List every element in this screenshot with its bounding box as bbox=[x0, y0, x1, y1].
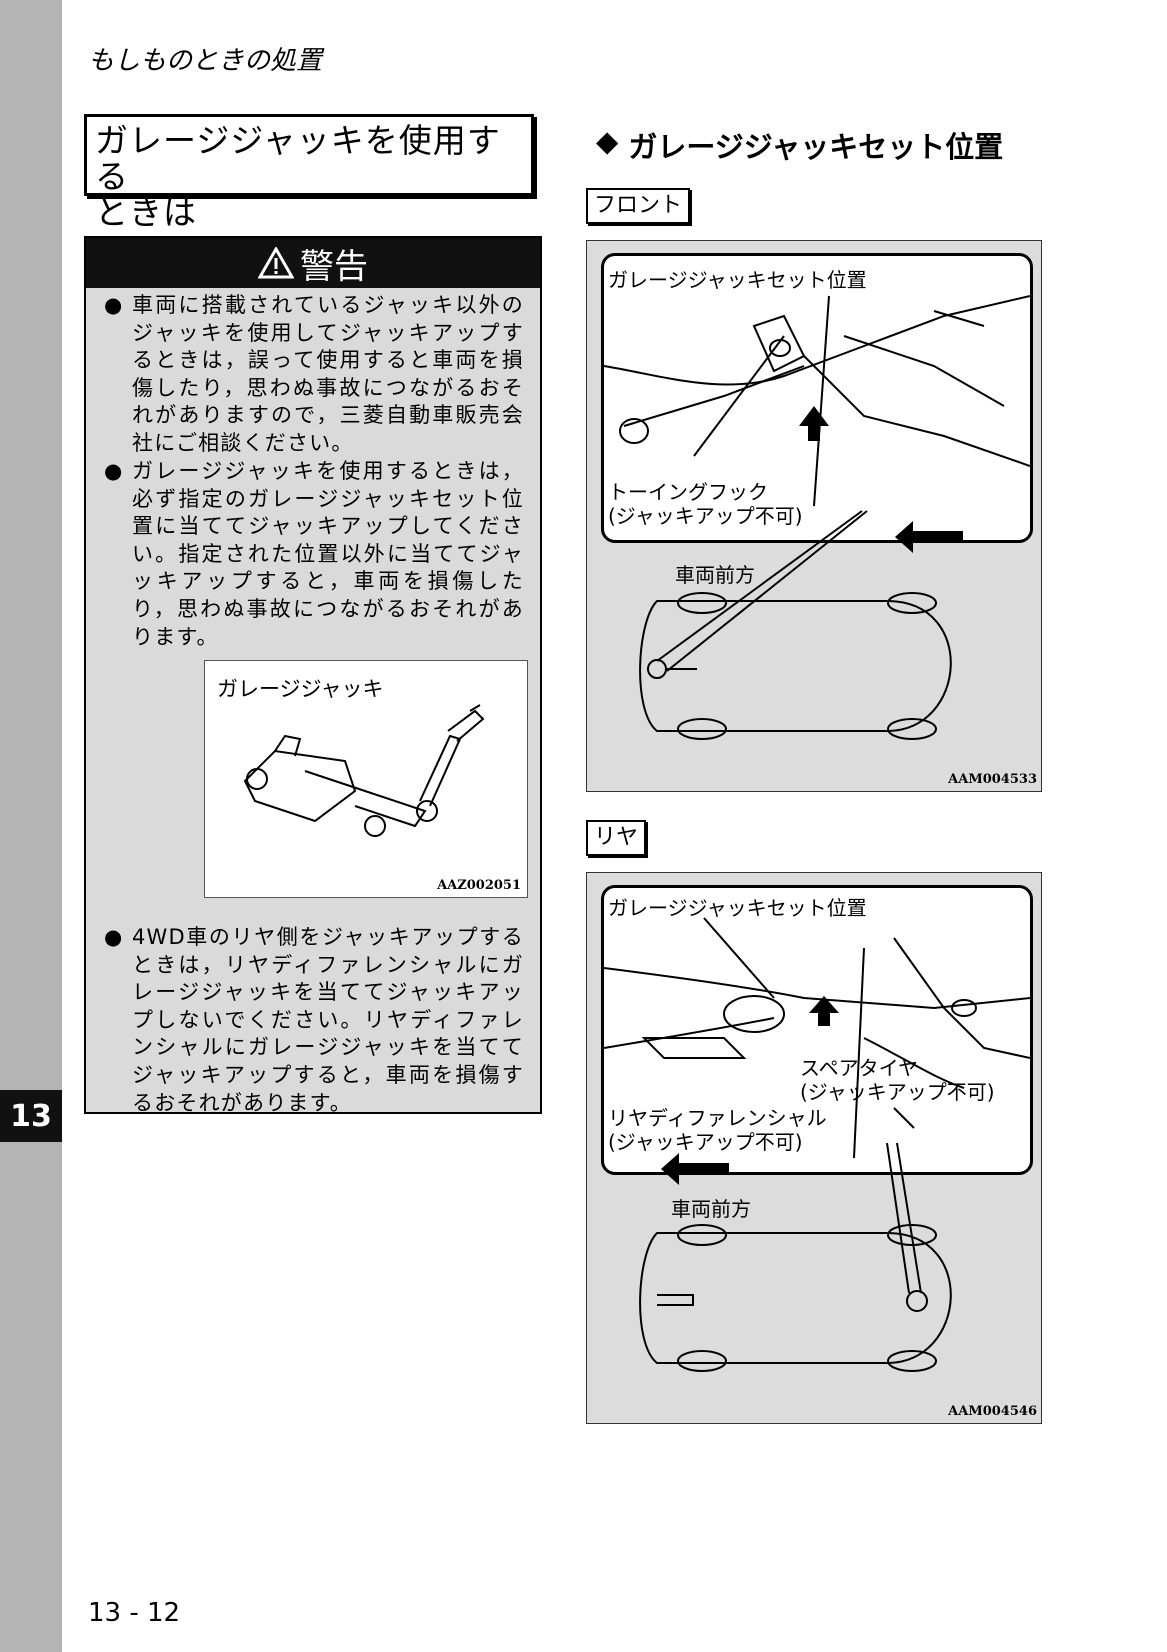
warning-item-text: 車両に搭載されているジャッキ以外のジャッキを使用してジャッキアップするときは，誤… bbox=[132, 293, 524, 455]
bullet-icon: ● bbox=[104, 459, 124, 483]
bullet-icon: ● bbox=[104, 293, 124, 317]
front-jack-figure: ガレージジャッキセット位置 トーイングフック (ジャッキアップ不可) 車両前方 … bbox=[586, 240, 1042, 792]
rear-direction-label: 車両前方 bbox=[671, 1197, 751, 1221]
front-inset: ガレージジャッキセット位置 トーイングフック (ジャッキアップ不可) bbox=[601, 253, 1033, 543]
rear-jack-figure: ガレージジャッキセット位置 スペアタイヤ (ジャッキアップ不可) リヤディファレ… bbox=[586, 872, 1042, 1424]
warning-header: 警告 bbox=[86, 238, 540, 288]
rear-set-position-label: ガレージジャッキセット位置 bbox=[608, 896, 867, 920]
rear-car-topview bbox=[639, 1142, 952, 1372]
rear-tag: リヤ bbox=[586, 820, 647, 856]
warning-item-3: ● 4WD車のリヤ側をジャッキアップするときは，リヤディファレンシャルにガレージ… bbox=[104, 924, 524, 1117]
page-number: 13 - 12 bbox=[88, 1598, 181, 1628]
front-underbody-illustration bbox=[604, 295, 1030, 507]
rear-inset: ガレージジャッキセット位置 スペアタイヤ (ジャッキアップ不可) リヤディファレ… bbox=[601, 885, 1033, 1175]
section-title: ガレージジャッキを使用する ときは bbox=[95, 121, 501, 232]
rear-diff-note: (ジャッキアップ不可) bbox=[608, 1130, 803, 1154]
spare-tire-note: (ジャッキアップ不可) bbox=[800, 1080, 995, 1104]
towing-hook-label: トーイングフック bbox=[608, 480, 768, 504]
warning-item-2: ● ガレージジャッキを使用するときは，必ず指定のガレージジャッキセット位置に当て… bbox=[104, 458, 524, 651]
rear-figure-code: AAM004546 bbox=[948, 1404, 1037, 1419]
warning-title: 警告 bbox=[300, 246, 368, 287]
chapter-title: もしものときの処置 bbox=[88, 46, 323, 76]
front-car-topview bbox=[639, 510, 963, 740]
front-direction-label: 車両前方 bbox=[675, 563, 755, 587]
warning-item-1: ● 車両に搭載されているジャッキ以外のジャッキを使用してジャッキアップするときは… bbox=[104, 292, 524, 458]
spare-tire-label: スペアタイヤ bbox=[800, 1056, 918, 1080]
front-set-position-label: ガレージジャッキセット位置 bbox=[608, 268, 867, 292]
warning-item-text: 4WD車のリヤ側をジャッキアップするときは，リヤディファレンシャルにガレージジャ… bbox=[132, 925, 524, 1115]
chapter-tab: 13 bbox=[0, 1090, 62, 1142]
front-figure-code: AAM004533 bbox=[948, 772, 1037, 787]
garage-jack-figure: ガレージジャッキ AAZ002051 bbox=[204, 660, 528, 898]
side-strip bbox=[0, 0, 62, 1652]
front-tag: フロント bbox=[586, 188, 691, 224]
warning-box: 警告 ● 車両に搭載されているジャッキ以外のジャッキを使用してジャッキアップする… bbox=[84, 236, 542, 1117]
diamond-icon: ◆ bbox=[596, 124, 619, 158]
garage-jack-illustration bbox=[243, 704, 485, 837]
section-title-box: ガレージジャッキを使用する ときは bbox=[84, 114, 534, 231]
garage-jack-label: ガレージジャッキ bbox=[217, 677, 384, 701]
rear-diff-label: リヤディファレンシャル bbox=[608, 1106, 827, 1130]
warning-item-text: ガレージジャッキを使用するときは，必ず指定のガレージジャッキセット位置に当ててジ… bbox=[132, 459, 524, 649]
front-no-jack-note: (ジャッキアップ不可) bbox=[608, 504, 803, 528]
figure-code: AAZ002051 bbox=[437, 878, 521, 893]
jack-position-heading-text: ガレージジャッキセット位置 bbox=[628, 130, 1004, 164]
rear-underbody-illustration bbox=[604, 917, 1030, 1159]
warning-triangle-icon bbox=[258, 247, 294, 279]
bullet-icon: ● bbox=[104, 925, 124, 949]
jack-position-heading: ◆ ガレージジャッキセット位置 bbox=[596, 124, 1003, 166]
